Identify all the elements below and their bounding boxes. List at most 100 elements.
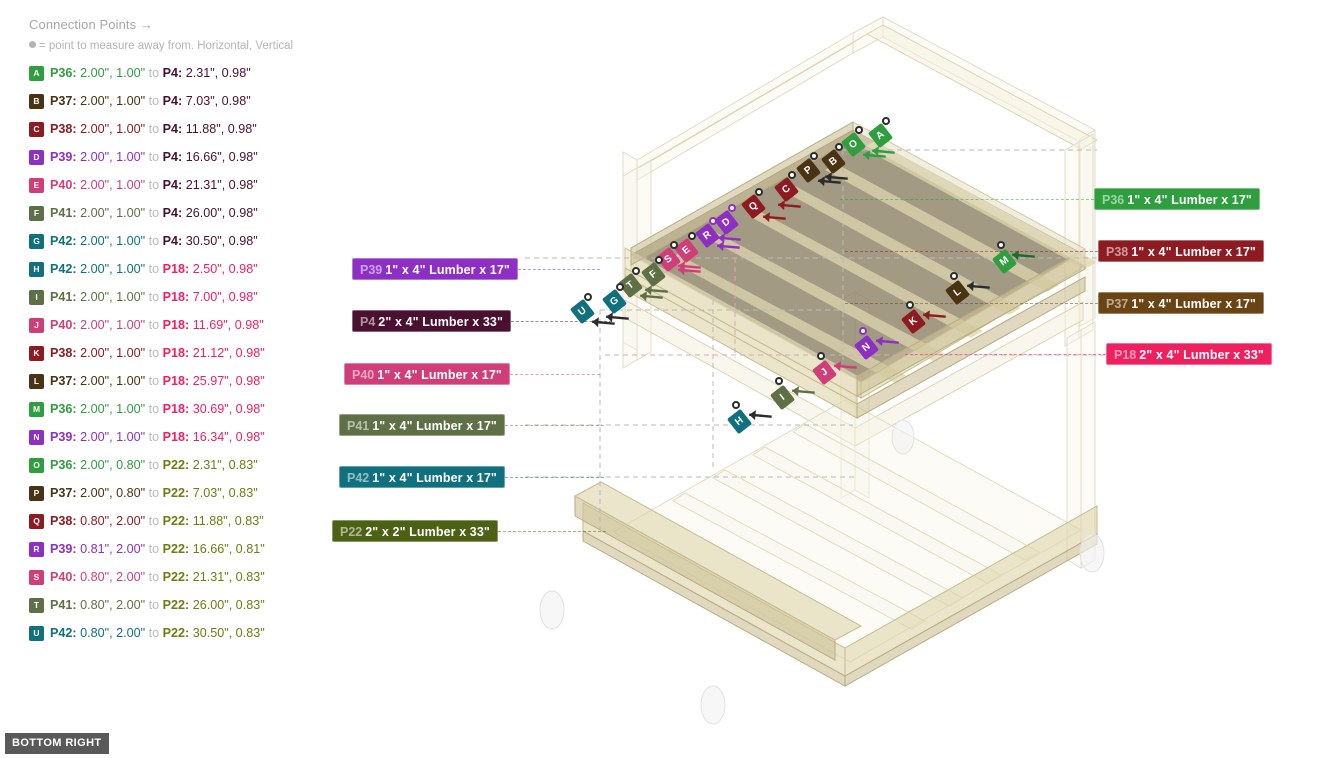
part-id: P39 bbox=[360, 263, 383, 277]
connection-row[interactable]: I P41: 2.00", 1.00" to P18: 7.00", 0.98" bbox=[0, 286, 340, 314]
connection-row[interactable]: F P41: 2.00", 1.00" to P4: 26.00", 0.98" bbox=[0, 202, 340, 230]
measure-origin-dot-icon bbox=[688, 232, 696, 240]
connection-description: P40: 2.00", 1.00" to P18: 11.69", 0.98" bbox=[50, 318, 264, 332]
connection-row[interactable]: E P40: 2.00", 1.00" to P4: 21.31", 0.98" bbox=[0, 174, 340, 202]
measure-origin-dot-icon bbox=[997, 241, 1005, 249]
connection-description: P40: 2.00", 1.00" to P4: 21.31", 0.98" bbox=[50, 178, 258, 192]
connection-row[interactable]: H P42: 2.00", 1.00" to P18: 2.50", 0.98" bbox=[0, 258, 340, 286]
direction-arrow-icon bbox=[821, 344, 861, 384]
part-id: P22 bbox=[340, 525, 363, 539]
direction-arrow-icon bbox=[805, 159, 845, 199]
part-id: P36 bbox=[1102, 193, 1125, 207]
direction-arrow-icon bbox=[627, 274, 667, 314]
connection-points-panel: Connection Points → = point to measure a… bbox=[0, 0, 340, 700]
direction-arrow-icon bbox=[750, 195, 790, 235]
measure-origin-dot-icon bbox=[835, 143, 843, 151]
connection-key-badge: T bbox=[29, 598, 44, 613]
direction-arrow-icon bbox=[632, 268, 672, 308]
part-id: P38 bbox=[1106, 245, 1129, 259]
legend-note: = point to measure away from. Horizontal… bbox=[29, 40, 293, 52]
isometric-model[interactable]: .lm { fill:#e9e3c6; fill-opacity:.60; st… bbox=[505, 0, 1125, 758]
measure-origin-dot-icon bbox=[709, 217, 717, 225]
connection-row[interactable]: S P40: 0.80", 2.00" to P22: 21.31", 0.83" bbox=[0, 566, 340, 594]
connection-description: P42: 2.00", 1.00" to P4: 30.50", 0.98" bbox=[50, 234, 258, 248]
connection-description: P39: 2.00", 1.00" to P4: 16.66", 0.98" bbox=[50, 150, 258, 164]
part-description: 1" x 4" Lumber x 17" bbox=[1131, 245, 1256, 259]
connection-key-badge: N bbox=[29, 430, 44, 445]
connection-key-badge: L bbox=[29, 374, 44, 389]
connection-description: P38: 2.00", 1.00" to P18: 21.12", 0.98" bbox=[50, 346, 265, 360]
measure-origin-dot-icon bbox=[950, 272, 958, 280]
connection-description: P42: 2.00", 1.00" to P18: 2.50", 0.98" bbox=[50, 262, 258, 276]
measure-origin-dot-icon bbox=[788, 171, 796, 179]
connection-row[interactable]: L P37: 2.00", 1.00" to P18: 25.97", 0.98" bbox=[0, 370, 340, 398]
page-title: Connection Points → bbox=[29, 17, 154, 32]
part-description: 1" x 4" Lumber x 17" bbox=[385, 263, 510, 277]
connection-key-badge: E bbox=[29, 178, 44, 193]
direction-arrow-icon bbox=[850, 133, 890, 173]
callout-leader-line bbox=[505, 477, 604, 478]
connection-key-badge: B bbox=[29, 94, 44, 109]
connection-key-badge: H bbox=[29, 262, 44, 277]
connection-key-badge: I bbox=[29, 290, 44, 305]
measure-origin-dot-icon bbox=[732, 401, 740, 409]
part-id: P18 bbox=[1114, 348, 1137, 362]
connection-key-badge: U bbox=[29, 626, 44, 641]
direction-arrow-icon bbox=[910, 293, 950, 333]
measure-origin-dot-icon bbox=[655, 256, 663, 264]
direction-arrow-icon bbox=[812, 155, 852, 195]
part-id: P4 bbox=[360, 315, 376, 329]
connection-description: P37: 2.00", 1.00" to P18: 25.97", 0.98" bbox=[50, 374, 265, 388]
callout-leader-line bbox=[518, 269, 600, 270]
connection-description: P41: 2.00", 1.00" to P18: 7.00", 0.98" bbox=[50, 290, 258, 304]
part-id: P42 bbox=[347, 471, 370, 485]
connection-description: P41: 2.00", 1.00" to P4: 26.00", 0.98" bbox=[50, 206, 258, 220]
direction-arrow-icon bbox=[705, 216, 745, 256]
connection-description: P37: 2.00", 1.00" to P4: 7.03", 0.98" bbox=[50, 94, 251, 108]
measure-origin-dot-icon bbox=[859, 327, 867, 335]
direction-arrow-icon bbox=[579, 300, 619, 340]
direction-arrow-icon bbox=[593, 295, 633, 335]
direction-arrow-icon bbox=[779, 369, 819, 409]
connection-description: P40: 0.80", 2.00" to P22: 21.31", 0.83" bbox=[50, 570, 265, 584]
part-description: 2" x 2" Lumber x 33" bbox=[365, 525, 490, 539]
measure-origin-dot-icon bbox=[632, 267, 640, 275]
connection-key-badge: S bbox=[29, 570, 44, 585]
direction-arrow-icon bbox=[999, 233, 1039, 273]
connection-key-badge: F bbox=[29, 206, 44, 221]
direction-arrow-icon bbox=[863, 319, 903, 359]
connection-key-badge: K bbox=[29, 346, 44, 361]
callout-leader-line bbox=[840, 199, 1094, 200]
part-description: 1" x 4" Lumber x 17" bbox=[377, 368, 502, 382]
connection-row[interactable]: K P38: 2.00", 1.00" to P18: 21.12", 0.98" bbox=[0, 342, 340, 370]
connection-description: P36: 2.00", 1.00" to P18: 30.69", 0.98" bbox=[50, 402, 265, 416]
part-description: 1" x 4" Lumber x 17" bbox=[372, 471, 497, 485]
connection-description: P38: 0.80", 2.00" to P22: 11.88", 0.83" bbox=[50, 514, 264, 528]
measure-origin-dot-icon bbox=[775, 377, 783, 385]
connection-row[interactable]: B P37: 2.00", 1.00" to P4: 7.03", 0.98" bbox=[0, 90, 340, 118]
